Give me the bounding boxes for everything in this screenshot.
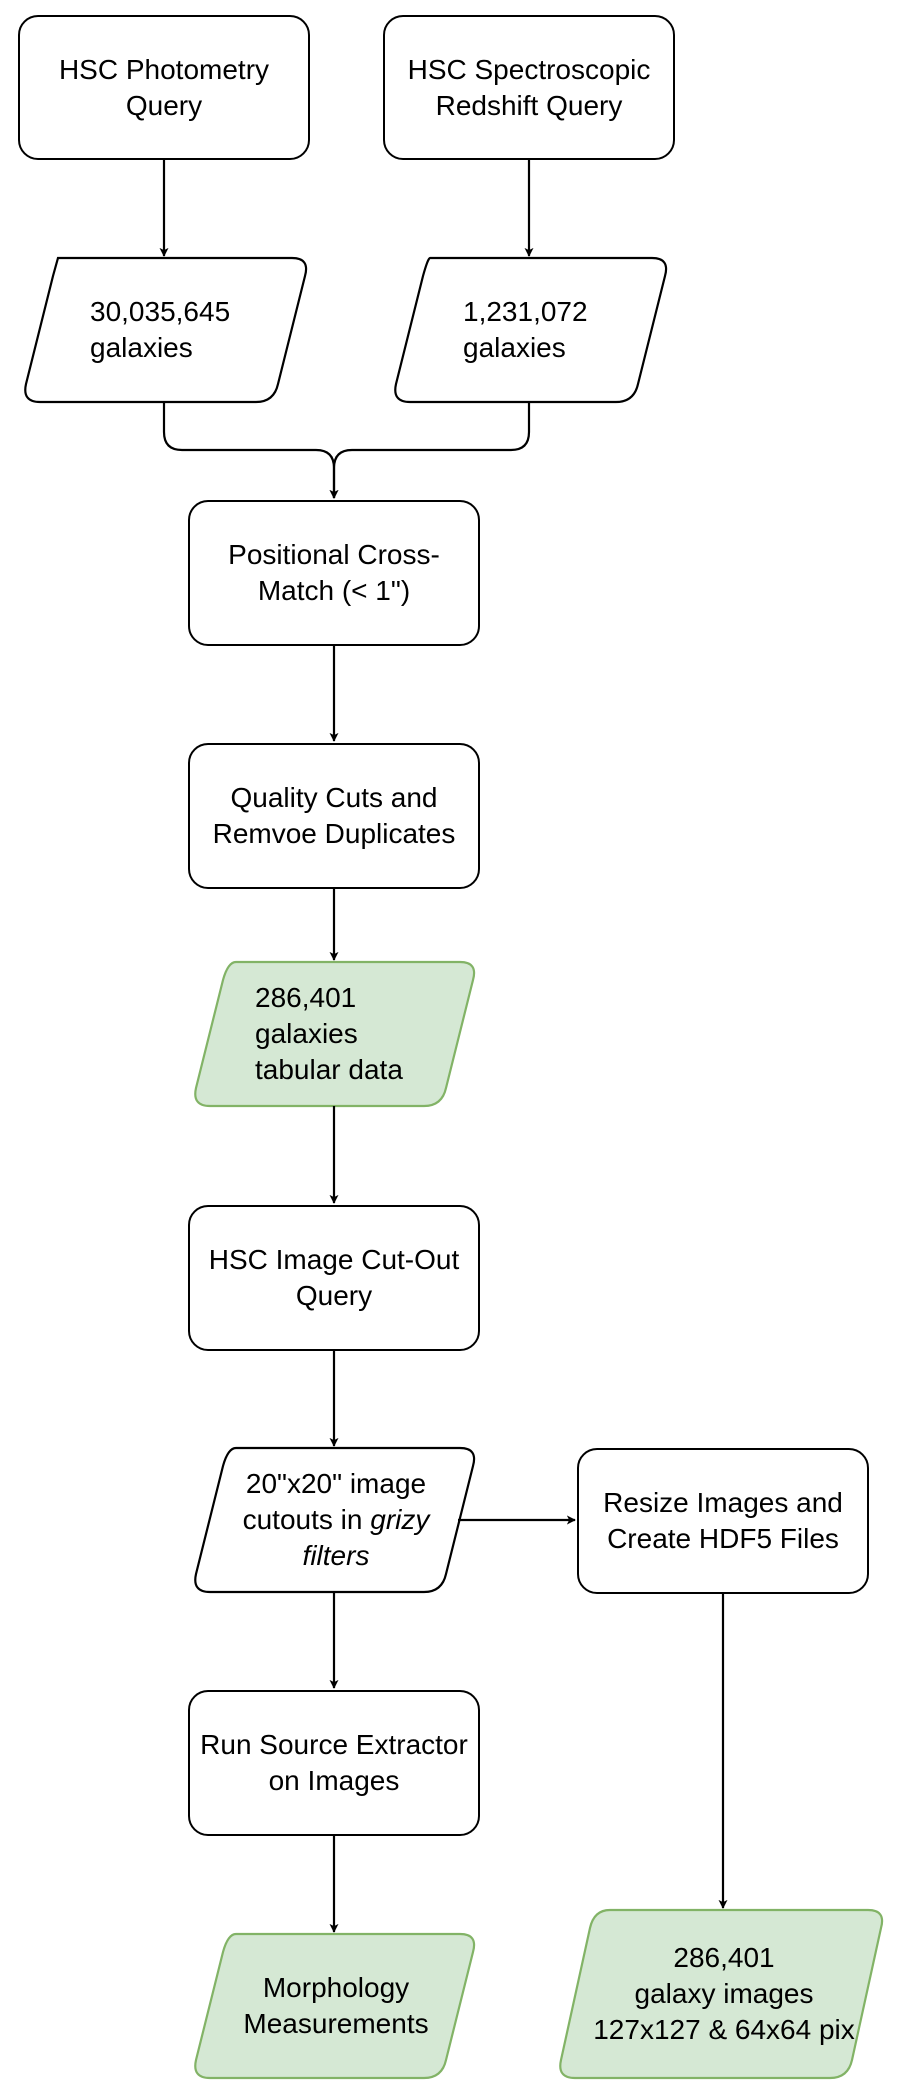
morphology-shape xyxy=(194,1932,476,2080)
image-cutouts-line-2: cutouts in grizy xyxy=(243,1502,430,1538)
photometry-count-label: 30,035,645 galaxies xyxy=(90,258,290,402)
galaxy-images-label: 286,401 galaxy images 127x127 & 64x64 pi… xyxy=(574,1910,874,2078)
photometry-count-unit: galaxies xyxy=(90,332,193,363)
photometry-query-line-1: HSC Photometry xyxy=(58,53,270,85)
galaxy-images-shape xyxy=(559,1908,884,2080)
resize-images-node: Resize Images and Create HDF5 Files xyxy=(577,1448,869,1594)
cutout-query-line-2: Query xyxy=(295,1280,373,1311)
source-extractor-line-1: Run Source Extractor xyxy=(200,1729,468,1760)
tabular-data-count: 286,401 xyxy=(255,982,357,1013)
image-cutouts-line-1: 20"x20" image xyxy=(245,1468,427,1499)
photometry-query-line-2: Query xyxy=(125,89,203,121)
spectroscopic-count-shape xyxy=(394,256,668,404)
photometry-count-value: 30,035,645 xyxy=(90,296,231,327)
cutout-query-node: HSC Image Cut-Out Query xyxy=(188,1205,480,1351)
morphology-label: Morphology Measurements xyxy=(208,1934,464,2078)
source-extractor-node: Run Source Extractor on Images xyxy=(188,1690,480,1836)
photometry-query-node: HSC Photometry Query xyxy=(18,15,310,160)
galaxy-images-sizes: 127x127 & 64x64 pix xyxy=(593,2014,855,2045)
cross-match-line-1: Positional Cross- xyxy=(228,539,440,570)
image-cutouts-filter-names: grizy xyxy=(370,1504,430,1535)
image-cutouts-line-2-prefix: cutouts in xyxy=(242,1504,371,1535)
tabular-data-type: tabular data xyxy=(255,1054,403,1085)
image-cutouts-shape xyxy=(194,1446,476,1594)
arrow-photometry-count-to-crossmatch xyxy=(162,402,339,499)
cross-match-node: Positional Cross- Match (< 1") xyxy=(188,500,480,646)
source-extractor-line-2: on Images xyxy=(268,1765,400,1796)
arrow-spectroscopic-count-to-crossmatch xyxy=(329,402,531,499)
tabular-data-unit: galaxies xyxy=(255,1018,358,1049)
cutout-query-line-1: HSC Image Cut-Out xyxy=(208,1244,460,1275)
tabular-data-shape xyxy=(194,960,476,1108)
morphology-line-1: Morphology xyxy=(262,1972,410,2003)
image-cutouts-line-3: filters xyxy=(302,1540,370,1571)
tabular-data-label: 286,401 galaxies tabular data xyxy=(255,962,455,1106)
resize-images-line-2: Create HDF5 Files xyxy=(607,1523,839,1554)
spectroscopic-count-unit: galaxies xyxy=(463,332,566,363)
spectroscopic-query-node: HSC Spectroscopic Redshift Query xyxy=(383,15,675,160)
quality-cuts-line-2: Remvoe Duplicates xyxy=(212,818,456,849)
photometry-count-shape xyxy=(24,256,308,404)
galaxy-images-unit: galaxy images xyxy=(634,1978,814,2009)
spectroscopic-count-value: 1,231,072 xyxy=(463,296,588,327)
quality-cuts-node: Quality Cuts and Remvoe Duplicates xyxy=(188,743,480,889)
cross-match-line-2: Match (< 1") xyxy=(257,575,411,606)
quality-cuts-line-1: Quality Cuts and xyxy=(230,782,438,813)
image-cutouts-label: 20"x20" image cutouts in grizy filters xyxy=(208,1448,464,1592)
spectroscopic-count-label: 1,231,072 galaxies xyxy=(463,258,663,402)
spectroscopic-query-line-1: HSC Spectroscopic xyxy=(407,53,651,85)
spectroscopic-query-line-2: Redshift Query xyxy=(435,89,623,121)
galaxy-images-count: 286,401 xyxy=(673,1942,775,1973)
resize-images-line-1: Resize Images and xyxy=(603,1487,843,1518)
morphology-line-2: Measurements xyxy=(243,2008,429,2039)
